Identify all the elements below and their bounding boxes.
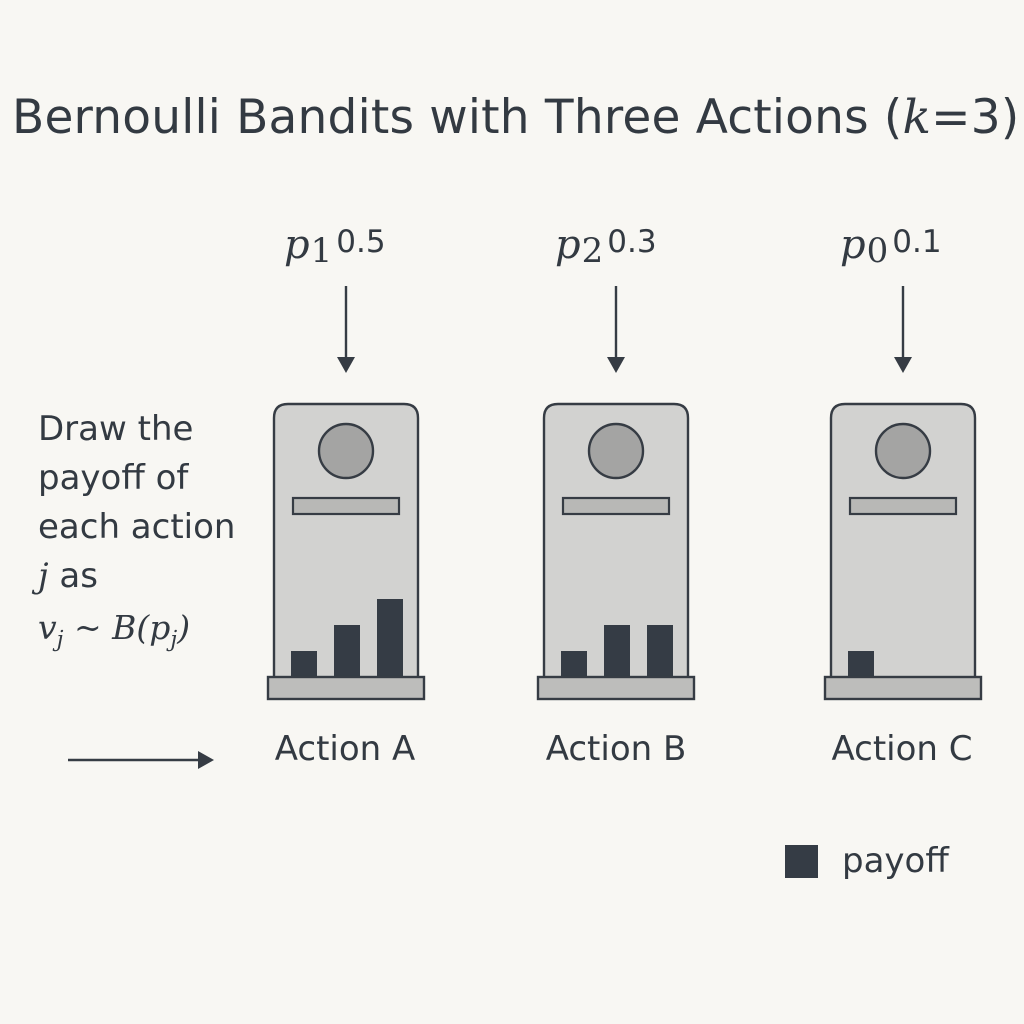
diagram-title: Bernoulli Bandits with Three Actions (k=… xyxy=(12,88,1019,148)
pull-arrow xyxy=(68,751,214,769)
formula-p: p xyxy=(149,608,171,647)
prob-subscript: 2 xyxy=(581,231,604,271)
legend-swatch xyxy=(785,844,818,878)
description-line-rest: as xyxy=(48,556,98,596)
formula-bernoulli: B( xyxy=(112,608,150,647)
description-line: j as xyxy=(38,552,235,601)
payoff-bar xyxy=(604,625,630,677)
legend: payoff xyxy=(785,837,949,885)
machine-slot xyxy=(561,496,671,516)
arrow-head xyxy=(894,357,912,373)
title-suffix: =3) xyxy=(931,90,1020,145)
probability-arrows xyxy=(337,286,912,373)
arrow-head xyxy=(337,357,355,373)
slot-machine-b xyxy=(536,402,696,701)
action-label-a: Action A xyxy=(274,729,416,769)
prob-symbol: p xyxy=(284,222,310,268)
formula-p-subscript: j xyxy=(170,627,178,653)
formula-tilde: ~ xyxy=(63,608,113,647)
prob-symbol: p xyxy=(840,222,866,268)
machine-knob xyxy=(317,422,375,480)
action-variable: j xyxy=(38,556,49,596)
description-text: Draw the payoff of each action j as vj ~… xyxy=(38,405,236,653)
prob-symbol: p xyxy=(555,222,581,268)
prob-value: 0.1 xyxy=(892,224,942,260)
slot-machine-a xyxy=(266,402,426,701)
slot-machine-c xyxy=(823,402,983,701)
title-prefix: Bernoulli Bandits with Three Actions ( xyxy=(12,90,903,145)
payoff-bar xyxy=(291,651,317,677)
arrow-to-action-a xyxy=(337,286,355,373)
description-line: Draw the xyxy=(38,409,194,449)
formula-v: v xyxy=(38,608,57,647)
prob-value: 0.3 xyxy=(607,224,657,260)
slot-machines xyxy=(266,402,983,701)
payoff-bar xyxy=(647,625,673,677)
payoff-bar xyxy=(334,625,360,677)
arrow-to-action-b xyxy=(607,286,625,373)
machine-body xyxy=(829,402,977,684)
formula-v-subscript: j xyxy=(56,627,64,653)
title-k-symbol: k xyxy=(902,90,932,145)
machine-slot xyxy=(848,496,958,516)
machine-body xyxy=(542,402,690,684)
prob-subscript: 1 xyxy=(310,231,333,271)
description-line: payoff of xyxy=(38,458,189,498)
machine-slot xyxy=(291,496,401,516)
machine-base xyxy=(266,675,426,701)
formula-close: ) xyxy=(177,608,191,647)
payoff-bar xyxy=(377,599,403,677)
prob-value: 0.5 xyxy=(336,224,386,260)
payoff-formula: vj ~ B(pj) xyxy=(38,603,235,653)
action-label-b: Action B xyxy=(545,729,687,769)
machine-knob xyxy=(587,422,645,480)
payoff-bar xyxy=(561,651,587,677)
machine-knob xyxy=(874,422,932,480)
machine-base xyxy=(823,675,983,701)
machine-base xyxy=(536,675,696,701)
payoff-bar xyxy=(848,651,874,677)
action-label-c: Action C xyxy=(831,729,973,769)
prob-subscript: 0 xyxy=(866,231,889,271)
pull-arrow-head xyxy=(198,751,214,769)
arrow-to-action-c xyxy=(894,286,912,373)
arrow-head xyxy=(607,357,625,373)
legend-label: payoff xyxy=(842,841,949,881)
description-line: each action xyxy=(38,507,236,547)
